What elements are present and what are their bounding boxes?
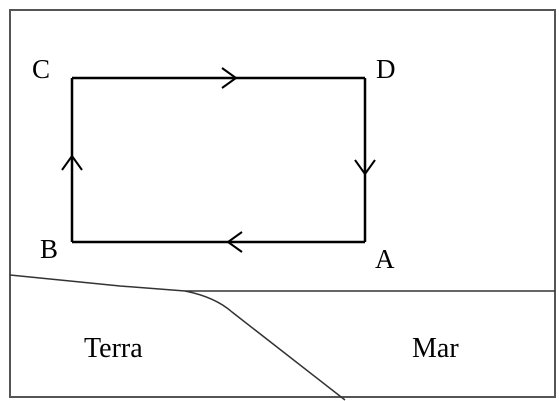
vertex-label-c: C bbox=[32, 54, 50, 84]
arrow-right-icon bbox=[221, 67, 238, 89]
arrow-down-icon bbox=[354, 159, 376, 176]
vertex-label-b: B bbox=[40, 234, 58, 264]
region-label-land: Terra bbox=[84, 333, 143, 364]
region-label-sea: Mar bbox=[412, 333, 459, 364]
coastline bbox=[9, 274, 346, 401]
arrow-left-icon bbox=[226, 231, 243, 253]
frame-border bbox=[9, 9, 556, 398]
arrow-up-icon bbox=[61, 154, 83, 171]
vertex-label-d: D bbox=[376, 54, 396, 84]
vertex-label-a: A bbox=[375, 244, 395, 274]
